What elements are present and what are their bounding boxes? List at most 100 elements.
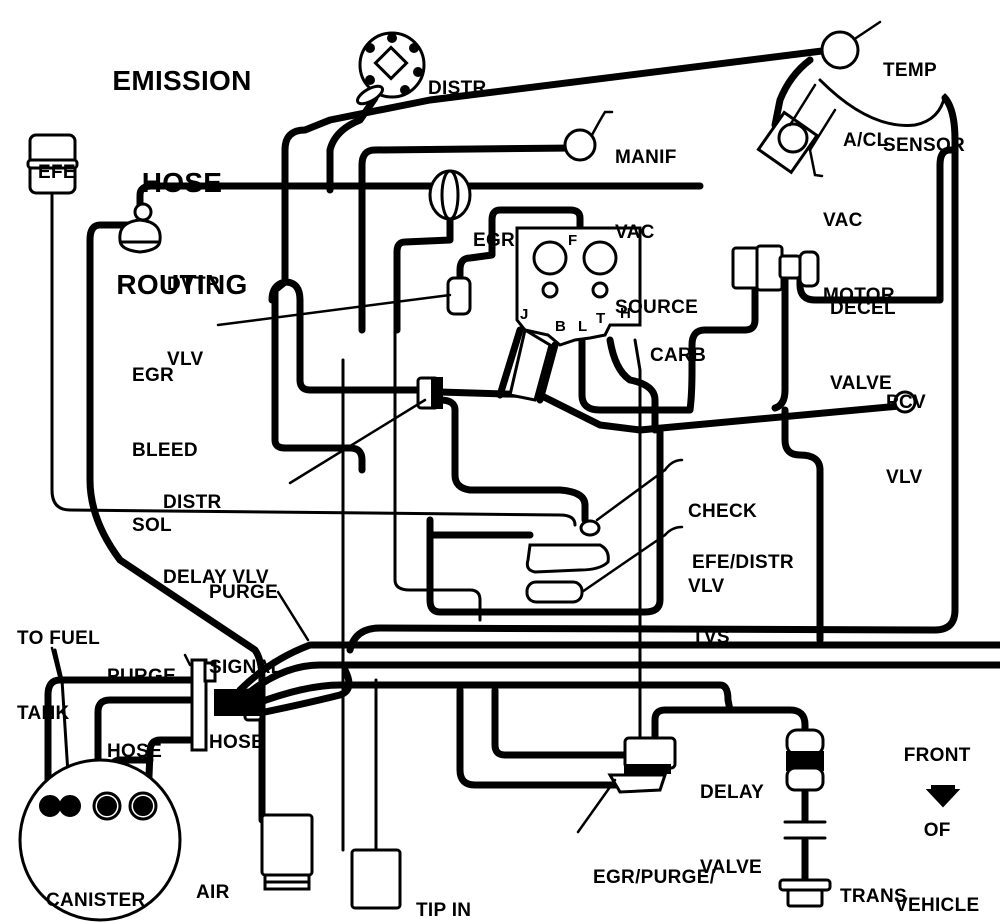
label-acl: A/CL bbox=[843, 78, 889, 203]
label-line: VALVE bbox=[830, 373, 893, 394]
trans-conv-vac-sw-icon bbox=[778, 878, 832, 908]
air-pump-icon bbox=[260, 813, 314, 891]
hose-distr-delay-down bbox=[436, 396, 589, 524]
label-line: VAC bbox=[823, 210, 863, 231]
label-line: DVTR bbox=[167, 274, 220, 295]
carb-port-h: H bbox=[620, 305, 631, 322]
hose-canister-3 bbox=[144, 736, 194, 804]
label-line: MANIF bbox=[615, 147, 677, 168]
label-line: BLEED bbox=[132, 440, 198, 461]
hose-bundle-3 bbox=[236, 681, 734, 714]
label-line: EFE bbox=[38, 162, 76, 183]
hose-canister-fuel bbox=[53, 648, 72, 807]
label-line: VLV bbox=[886, 467, 923, 488]
hose-carb-b bbox=[536, 341, 559, 404]
hose-egr-purge-left-1 bbox=[491, 686, 632, 759]
title-line-2: HOSE bbox=[141, 167, 223, 198]
label-line: PURGE bbox=[107, 666, 177, 687]
diagram-title: EMISSION HOSE ROUTING bbox=[92, 0, 272, 370]
hose-manif-vac bbox=[358, 144, 579, 334]
label-canister: CANISTER bbox=[46, 838, 146, 922]
label-line: TO FUEL bbox=[17, 628, 101, 649]
efe-actuator-icon bbox=[26, 133, 79, 195]
label-line: DELAY VLV bbox=[163, 567, 269, 588]
label-line: OF bbox=[923, 820, 951, 841]
egr-valve-icon bbox=[428, 169, 472, 221]
label-tip-in-vac-sw: TIP IN VAC SW bbox=[416, 848, 492, 922]
egr-purge-tcc-tvs-icon bbox=[576, 736, 677, 834]
label-line: TRANS bbox=[840, 886, 907, 907]
vac-motor-icon bbox=[756, 83, 837, 178]
label-line: SENSOR bbox=[883, 135, 966, 156]
label-line: MOTOR bbox=[823, 285, 895, 306]
distr-delay-valve-icon bbox=[288, 376, 443, 485]
label-front-of-vehicle: FRONT OF VEHICLE bbox=[895, 693, 979, 922]
hose-right-inner bbox=[796, 146, 959, 304]
manif-vac-source-icon bbox=[563, 128, 597, 162]
hose-dvtr-top bbox=[136, 182, 704, 214]
label-egr: EGR bbox=[473, 178, 515, 303]
hose-carb-j bbox=[496, 326, 524, 399]
hose-distr-stub bbox=[326, 94, 379, 194]
label-delay-valve: DELAY VALVE bbox=[700, 730, 764, 922]
check-valve-icon bbox=[579, 458, 684, 537]
label-line: CARB bbox=[650, 345, 707, 366]
label-line: TVS bbox=[692, 627, 730, 648]
label-line: HOSE bbox=[107, 741, 163, 762]
hose-temp-vacmotor bbox=[771, 56, 814, 129]
carb-port-b: B bbox=[555, 318, 566, 335]
label-efe-distr-tvs: EFE/DISTR TVS bbox=[692, 500, 794, 700]
hose-decel-down bbox=[771, 271, 789, 412]
label-vac-motor: VAC MOTOR bbox=[823, 158, 895, 358]
label-line: DELAY bbox=[700, 782, 765, 803]
label-line: EGR bbox=[132, 365, 175, 386]
label-line: VLV bbox=[167, 349, 204, 370]
hose-tvs-right bbox=[426, 426, 664, 616]
label-line: EGR/PURGE/ bbox=[593, 867, 716, 888]
label-distr-line: DISTR bbox=[428, 78, 487, 99]
temp-sensor-icon bbox=[820, 30, 860, 70]
hose-delay-valve bbox=[651, 706, 809, 744]
label-line: CANISTER bbox=[46, 890, 146, 911]
label-line: PCV bbox=[886, 392, 926, 413]
hose-carb-t bbox=[606, 336, 659, 434]
label-to-fuel-tank: TO FUEL TANK bbox=[17, 576, 100, 776]
label-line: EFE/DISTR bbox=[692, 552, 794, 573]
hose-dvtr-left bbox=[86, 221, 266, 824]
label-line: PURGE bbox=[209, 582, 279, 603]
carb-port-j: J bbox=[520, 306, 529, 323]
label-pcv-vlv: PCV VLV bbox=[886, 340, 926, 540]
manif-vac-leader bbox=[590, 110, 614, 137]
label-check-vlv: CHECK VLV bbox=[688, 449, 757, 649]
delay-valve-icon bbox=[785, 728, 825, 792]
hose-egr-bleed-sol bbox=[281, 278, 424, 394]
fuel-tank-leader bbox=[50, 646, 62, 682]
carb-port-l: L bbox=[578, 318, 588, 335]
label-efe: EFE bbox=[38, 110, 76, 235]
label-purge-hose: PURGE HOSE bbox=[107, 614, 176, 814]
label-line: DISTR bbox=[163, 492, 222, 513]
label-line: TANK bbox=[17, 703, 70, 724]
purge-signal-leader bbox=[276, 590, 310, 642]
label-line: VAC bbox=[615, 222, 655, 243]
canister-icon bbox=[18, 758, 182, 922]
tip-in-vac-sw-icon bbox=[350, 848, 402, 910]
purge-connector-icon bbox=[183, 653, 263, 752]
label-line: TIP IN bbox=[416, 900, 472, 921]
label-manif-vac-source: MANIF VAC SOURCE bbox=[615, 95, 698, 370]
pcv-valve-icon bbox=[893, 390, 917, 414]
hose-efe bbox=[50, 193, 577, 527]
dvtr-valve-icon bbox=[118, 202, 162, 254]
label-line: HOSE bbox=[209, 732, 265, 753]
label-line: FRONT bbox=[903, 745, 971, 766]
label-line: VALVE bbox=[700, 857, 763, 878]
title-line-3: ROUTING bbox=[116, 269, 248, 300]
label-egr-purge-tcc-tvs: EGR/PURGE/ TCC/TVS bbox=[593, 815, 715, 922]
distributor-icon bbox=[356, 31, 426, 106]
label-line: VEHICLE bbox=[895, 895, 980, 916]
hose-bundle-loop bbox=[246, 666, 353, 719]
hose-decel-right bbox=[781, 406, 824, 644]
hose-middle-vertical-2 bbox=[393, 318, 482, 622]
temp-sensor-leader bbox=[854, 20, 882, 40]
